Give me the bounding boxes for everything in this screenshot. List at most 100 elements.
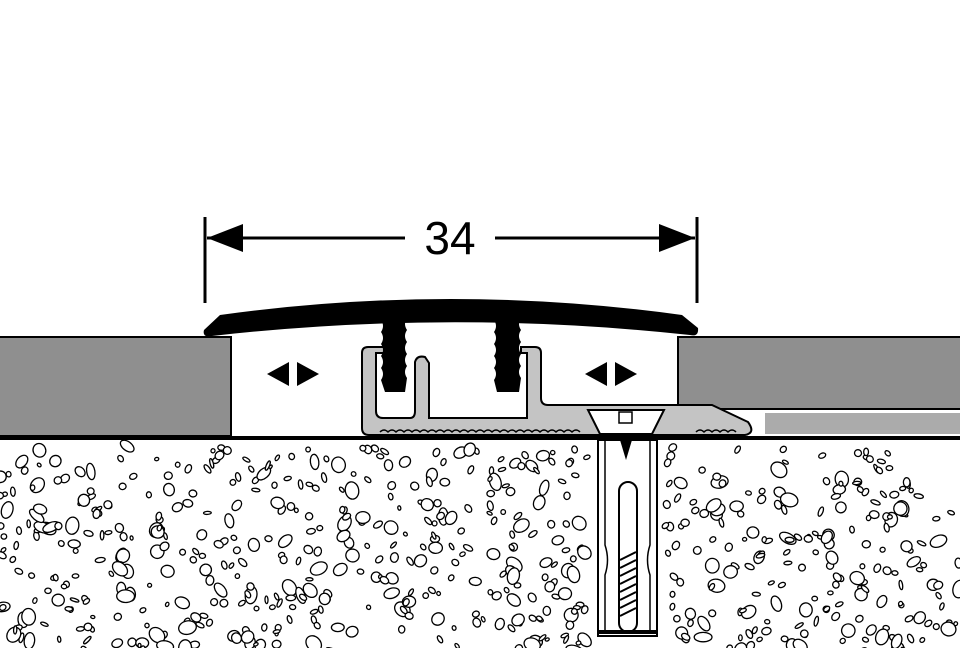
pebble — [330, 456, 347, 474]
pebble — [251, 487, 261, 493]
pebble — [873, 563, 882, 574]
pebble — [763, 618, 771, 625]
pebble — [345, 625, 359, 638]
pebble — [486, 510, 493, 516]
pebble — [23, 631, 36, 648]
top-profile-leg-right — [494, 318, 521, 392]
pebble — [879, 490, 888, 499]
pebble — [952, 579, 960, 599]
pebble — [364, 476, 372, 484]
pebble — [459, 551, 466, 558]
pebble — [906, 633, 915, 644]
pebble — [885, 465, 894, 472]
pebble — [65, 516, 80, 535]
pebble — [539, 557, 553, 569]
pebble — [94, 556, 106, 564]
pebble — [932, 515, 941, 522]
pebble — [283, 475, 292, 482]
pebble — [286, 501, 296, 512]
pebble — [261, 623, 268, 632]
pebble — [454, 642, 460, 648]
pebble — [213, 582, 228, 598]
pebble — [237, 599, 246, 607]
pebble — [178, 639, 193, 648]
pebble — [471, 610, 480, 618]
pebble — [663, 458, 672, 468]
pebble — [868, 510, 880, 520]
pebble — [228, 562, 235, 569]
pebble — [330, 622, 345, 633]
pebble — [876, 458, 887, 465]
pebble — [851, 480, 862, 486]
pebble — [365, 604, 372, 611]
pebble — [0, 522, 5, 530]
pebble — [397, 625, 406, 634]
pebble — [189, 556, 198, 564]
pebble — [535, 615, 543, 622]
pebble — [751, 591, 762, 597]
pebble — [0, 603, 7, 612]
pebble — [174, 596, 191, 610]
pebble — [219, 598, 229, 608]
pebble — [0, 551, 7, 560]
pebble — [898, 579, 904, 591]
pebble — [758, 487, 766, 495]
pebble — [146, 582, 153, 588]
pebble — [571, 515, 587, 531]
pebble — [487, 475, 493, 483]
pebble — [861, 540, 872, 549]
pebble — [915, 567, 924, 573]
pebble — [794, 622, 804, 630]
pebble — [338, 486, 345, 493]
pebble — [246, 582, 255, 591]
pebble — [424, 516, 433, 526]
pebble — [684, 607, 697, 620]
pebble — [0, 533, 8, 540]
pebble — [528, 529, 538, 539]
pebble — [860, 584, 870, 594]
pebble — [145, 491, 153, 499]
pebble — [57, 539, 65, 548]
pebble — [341, 512, 352, 521]
pebble — [12, 625, 18, 635]
pebble — [490, 516, 498, 526]
pebble — [793, 533, 803, 541]
pebble — [440, 458, 447, 467]
pebble — [271, 481, 278, 489]
pebble — [203, 464, 212, 474]
pebble — [311, 484, 320, 492]
pebble — [542, 605, 552, 617]
pebble — [571, 472, 580, 479]
pebble — [508, 543, 515, 551]
pebble — [273, 592, 280, 601]
double-arrow-left-icon — [267, 362, 319, 386]
pebble — [427, 586, 436, 595]
pebble — [535, 449, 551, 462]
pebble — [199, 563, 213, 577]
pebble — [673, 614, 681, 623]
pebble — [309, 453, 320, 471]
pebble — [566, 565, 581, 584]
pebble — [214, 450, 225, 461]
pebble — [661, 521, 670, 530]
pebble — [406, 556, 415, 566]
pebble — [199, 612, 209, 619]
pebble — [883, 522, 890, 533]
pebble — [557, 478, 567, 485]
pebble — [818, 452, 827, 459]
pebble — [276, 598, 283, 608]
pebble — [693, 631, 713, 643]
pebble — [902, 477, 911, 488]
pebble — [160, 564, 175, 578]
pebble — [835, 501, 847, 514]
pebble — [83, 529, 94, 537]
pebble — [505, 486, 516, 497]
pebble — [433, 498, 442, 508]
pebble — [565, 620, 575, 630]
pebble — [195, 621, 205, 629]
pebble — [468, 576, 482, 587]
pebble — [54, 521, 63, 531]
pebble — [940, 621, 957, 637]
pebble — [780, 635, 789, 643]
pebble — [205, 618, 214, 627]
